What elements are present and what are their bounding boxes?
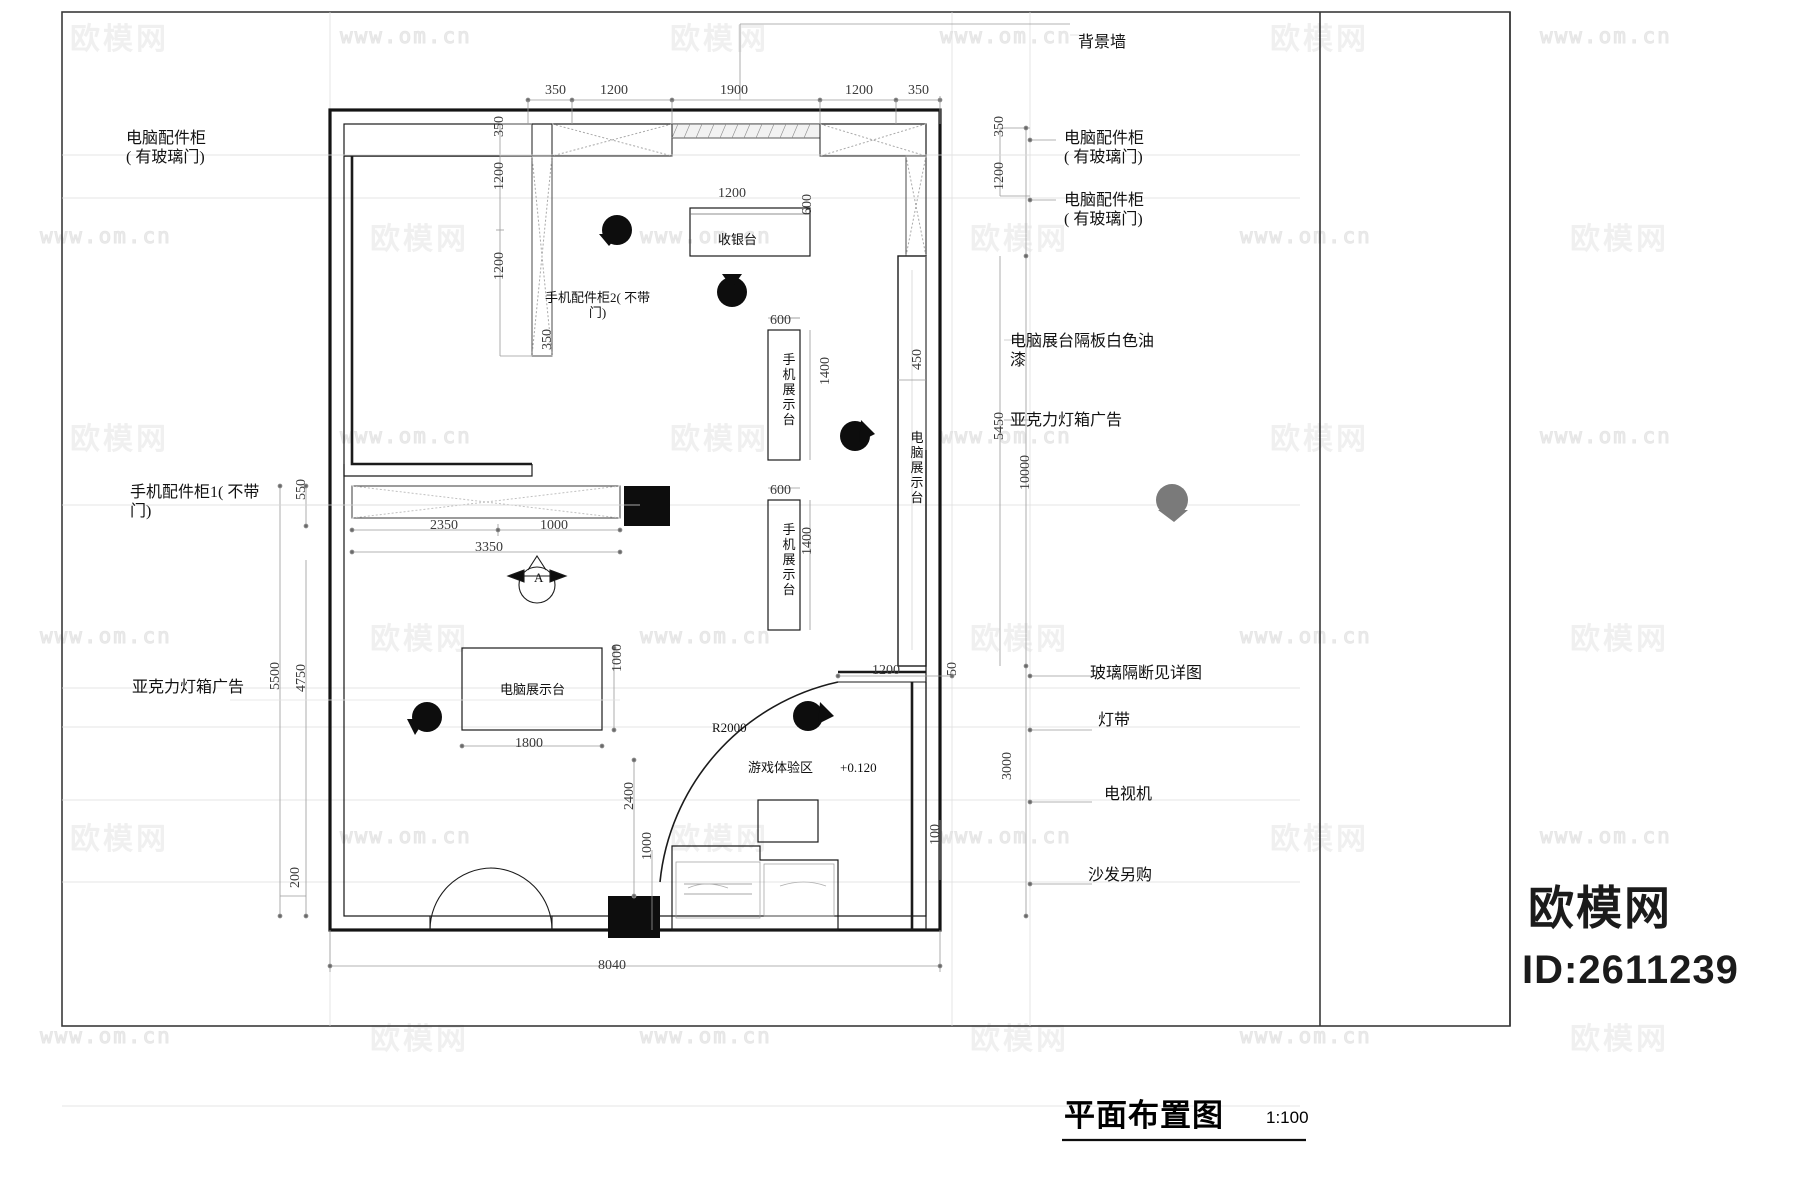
annotation-phone-parts-cabinet-1: 手机配件柜1( 不带 门) — [130, 484, 260, 520]
sheet-border — [61, 11, 1511, 1027]
dim-vmid-8: 2400 — [622, 782, 637, 810]
dim-vright-0: 350 — [992, 116, 1007, 137]
door-swings — [429, 867, 553, 931]
annotation-sofa-separate-purchase: 沙发另购 — [1088, 867, 1153, 884]
furniture-label-radius-note: R2000 — [712, 720, 747, 735]
dim-vmid-9: 1000 — [640, 832, 655, 860]
brand-logo-text: 欧模网 — [1528, 882, 1672, 934]
section-marker-a — [506, 554, 568, 604]
dim-vmid-5: 1400 — [818, 357, 833, 385]
annotation-television: 电视机 — [1104, 786, 1153, 803]
drawing-title: 平面布置图 — [1064, 1098, 1224, 1133]
brand-id-text: ID:2611239 — [1522, 948, 1739, 992]
dim-vright-4: 3000 — [1000, 752, 1015, 780]
furniture-label-phone-parts-cabinet-2-inplan: 手机配件柜2( 不带 门) — [545, 290, 651, 320]
annotation-pc-parts-cabinet-3: 电脑配件柜 ( 有玻璃门) — [1064, 192, 1145, 228]
dim-inner-3: 1200 — [872, 663, 900, 678]
drawing-scale: 1:100 — [1266, 1108, 1309, 1127]
furniture-label-phone-display-stand-2: 手 机 展 示 台 — [782, 522, 796, 597]
dim-top-3: 1200 — [845, 83, 873, 98]
dim-vmid-10: 1000 — [610, 644, 625, 672]
dim-vright-2: 5450 — [992, 412, 1007, 440]
dim-vmid-1: 1200 — [492, 162, 507, 190]
dim-vmid-7: 450 — [910, 349, 925, 370]
furniture-label-cashier-counter: 收银台 — [718, 232, 758, 247]
dim-inner-6: 3350 — [475, 540, 503, 555]
annotation-pc-parts-cabinet-2: 电脑配件柜 ( 有玻璃门) — [1064, 130, 1145, 166]
dim-vleft-0: 550 — [294, 479, 309, 500]
interior-partitions — [343, 155, 927, 938]
dim-inner-8: 8040 — [598, 958, 626, 973]
dim-inner-1: 600 — [770, 313, 791, 328]
dim-vmid-11: 50 — [945, 662, 960, 676]
dim-vleft-3: 200 — [288, 867, 303, 888]
annotation-background-wall: 背景墙 — [1078, 34, 1127, 51]
furniture-label-level-marker: +0.120 — [840, 760, 877, 775]
furniture-label-section-mark-a: A — [534, 570, 544, 585]
furniture-label-pc-display-stand-tall: 电 脑 展 示 台 — [910, 430, 924, 505]
dim-vleft-2: 4750 — [294, 664, 309, 692]
furniture-label-game-experience-zone: 游戏体验区 — [748, 760, 814, 775]
dim-vright-1: 1200 — [992, 162, 1007, 190]
annotation-glass-partition-detail: 玻璃隔断见详图 — [1090, 665, 1203, 682]
dim-top-1: 1200 — [600, 83, 628, 98]
dimension-lines — [230, 23, 1092, 972]
annotation-pc-display-panel-paint: 电脑展台隔板白色油 漆 — [1010, 333, 1155, 369]
furniture-outlines — [461, 207, 839, 931]
light-fixture-symbols — [407, 215, 1188, 735]
construction-lines — [62, 12, 1300, 1107]
dim-top-4: 350 — [908, 83, 929, 98]
dim-vleft-1: 5500 — [268, 662, 283, 690]
furniture-label-pc-display-table: 电脑展示台 — [500, 682, 566, 697]
dim-vmid-4: 600 — [800, 194, 815, 215]
dim-top-2: 1900 — [720, 83, 748, 98]
annotation-light-strip: 灯带 — [1098, 712, 1131, 729]
dim-inner-4: 2350 — [430, 518, 458, 533]
annotation-pc-parts-cabinet-1: 电脑配件柜 ( 有玻璃门) — [126, 130, 207, 166]
dim-top-0: 350 — [545, 83, 566, 98]
dim-vright-3: 10000 — [1018, 455, 1033, 490]
top-wall-cabinets — [343, 123, 927, 357]
dim-vmid-12: 100 — [928, 824, 943, 845]
dim-vmid-6: 1400 — [800, 527, 815, 555]
dim-inner-0: 1200 — [718, 186, 746, 201]
dim-vmid-0: 350 — [492, 116, 507, 137]
dim-inner-7: 1800 — [515, 736, 543, 751]
dim-vmid-3: 350 — [540, 329, 555, 350]
dim-inner-2: 600 — [770, 483, 791, 498]
annotation-acrylic-lightbox-left: 亚克力灯箱广告 — [132, 679, 245, 696]
furniture-label-phone-display-stand-1: 手 机 展 示 台 — [782, 352, 796, 427]
dim-vmid-2: 1200 — [492, 252, 507, 280]
dim-inner-5: 1000 — [540, 518, 568, 533]
annotation-acrylic-lightbox-right: 亚克力灯箱广告 — [1010, 412, 1123, 429]
